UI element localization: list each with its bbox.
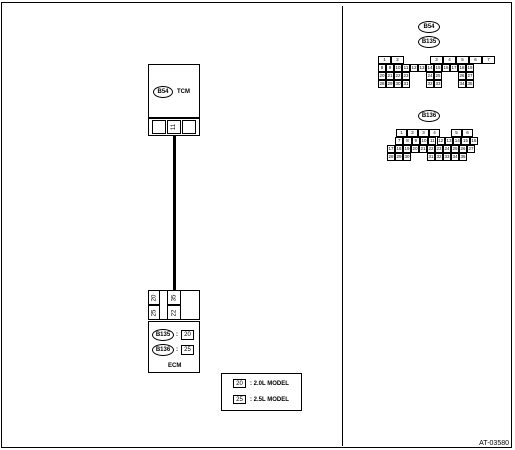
- legend-pin-25: 25: [233, 395, 246, 404]
- pin-cell: 27: [467, 145, 475, 153]
- ecm-pin-25: 25: [148, 305, 160, 320]
- pin-cell: 33: [443, 153, 451, 161]
- pin-cell: 17: [450, 64, 458, 72]
- ecm-pin-20: 20: [148, 290, 160, 305]
- pin-cell: 25: [434, 72, 442, 80]
- pin-cell: 35: [459, 153, 467, 161]
- ecm-ref-connector-b136: B136: [152, 344, 174, 356]
- pin-cell: 2: [391, 56, 404, 64]
- pin-cell: 30: [394, 80, 402, 88]
- pin-cell: 22: [394, 72, 402, 80]
- pin-cell: 6: [462, 129, 473, 137]
- pin-cell: 29: [386, 80, 394, 88]
- pin-cell: 14: [453, 137, 462, 145]
- conn-b-label-b136: B136: [418, 110, 440, 122]
- pin-cell: 12: [410, 64, 418, 72]
- pin-cell: 15: [461, 137, 470, 145]
- pin-cell: 29: [395, 153, 403, 161]
- panel-divider: [342, 6, 343, 446]
- pin-cell: 7: [482, 56, 495, 64]
- pin-cell: 26: [459, 145, 467, 153]
- pin-cell: 12: [436, 137, 445, 145]
- pin-cell: 20: [378, 72, 386, 80]
- pin-cell: 8: [378, 64, 386, 72]
- tcm-pin-blank-right: [182, 120, 196, 134]
- pin-cell: 4: [429, 129, 440, 137]
- tcm-pin-blank-left: [152, 120, 166, 134]
- pin-cell: 20: [411, 145, 419, 153]
- tcm-label: TCM: [177, 89, 190, 95]
- pin-cell: 15: [434, 64, 442, 72]
- pin-cell: 19: [466, 64, 474, 72]
- pin-cell: 23: [402, 72, 410, 80]
- pin-cell: 31: [402, 80, 410, 88]
- pin-cell: 22: [427, 145, 435, 153]
- ecm-ref-pin-20: 20: [181, 330, 194, 340]
- pin-cell: 17: [387, 145, 395, 153]
- figure-id: AT-03580: [479, 440, 509, 447]
- pin-cell: 8: [403, 137, 412, 145]
- pin-cell: 9: [411, 137, 420, 145]
- tcm-connector-badge: B54: [153, 86, 173, 98]
- pin-cell: 23: [435, 145, 443, 153]
- ecm-ref-pin-25: 25: [181, 345, 194, 355]
- conn-a-label-b135: B135: [418, 36, 440, 48]
- pin-cell: 26: [458, 72, 466, 80]
- pin-cell: 25: [451, 145, 459, 153]
- pin-cell: 18: [458, 64, 466, 72]
- pin-cell: 5: [451, 129, 462, 137]
- pin-cell: 32: [426, 80, 434, 88]
- pin-cell: 24: [426, 72, 434, 80]
- pin-cell: 33: [434, 80, 442, 88]
- pin-cell: 21: [386, 72, 394, 80]
- ecm-ref-sep-2: :: [176, 347, 178, 353]
- legend-text-20l: : 2.0L MODEL: [250, 381, 289, 387]
- pin-cell: 11: [402, 64, 410, 72]
- pin-cell: 34: [458, 80, 466, 88]
- pin-cell: 4: [443, 56, 456, 64]
- pin-cell: 3: [430, 56, 443, 64]
- pin-cell: 31: [427, 153, 435, 161]
- pin-cell: 3: [418, 129, 429, 137]
- ecm-label: ECM: [168, 363, 182, 369]
- pin-cell: 21: [419, 145, 427, 153]
- pin-cell: 5: [456, 56, 469, 64]
- pin-cell: 13: [444, 137, 454, 145]
- ecm-ref-sep-1: :: [176, 332, 178, 338]
- pin-cell: 13: [418, 64, 426, 72]
- pin-cell: 10: [419, 137, 429, 145]
- pin-cell: 1: [396, 129, 407, 137]
- pin-cell: 6: [469, 56, 482, 64]
- pin-cell: 16: [442, 64, 450, 72]
- pin-cell: 30: [403, 153, 411, 161]
- pin-cell: 19: [403, 145, 411, 153]
- legend-text-25l: : 2.5L MODEL: [250, 397, 289, 403]
- pin-cell: 9: [386, 64, 394, 72]
- pin-cell: 1: [378, 56, 391, 64]
- pin-cell: 34: [451, 153, 459, 161]
- pin-cell: 7: [395, 137, 404, 145]
- conn-a-label-b54: B54: [418, 21, 440, 33]
- legend-pin-20: 20: [233, 379, 246, 388]
- pin-cell: 16: [469, 137, 478, 145]
- signal-wire: [173, 135, 176, 291]
- ecm-pin-22: 22: [167, 305, 181, 320]
- pin-cell: 18: [395, 145, 403, 153]
- pin-cell: 10: [394, 64, 402, 72]
- pin-cell: 32: [435, 153, 443, 161]
- pin-cell: 35: [466, 80, 474, 88]
- pin-cell: 27: [466, 72, 474, 80]
- pin-cell: 28: [378, 80, 386, 88]
- pin-cell: 14: [426, 64, 434, 72]
- tcm-pin-11: 11: [167, 120, 181, 134]
- ecm-pin-35: 35: [167, 290, 181, 305]
- ecm-ref-connector-b135: B135: [152, 329, 174, 341]
- pin-cell: 11: [428, 137, 437, 145]
- pin-cell: 28: [387, 153, 395, 161]
- pin-cell: 2: [407, 129, 418, 137]
- pin-cell: 24: [443, 145, 451, 153]
